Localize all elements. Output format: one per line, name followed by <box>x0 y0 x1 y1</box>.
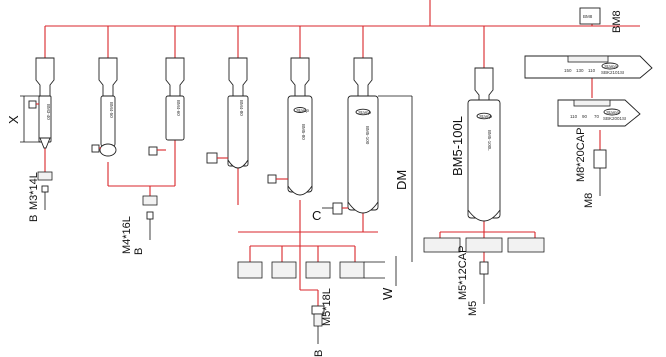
label-dm: DM <box>394 170 409 190</box>
brand-logo-top: Stamp <box>604 64 618 69</box>
bar-text-4: BM4-80 <box>239 100 244 116</box>
label-b3: B <box>313 350 325 357</box>
screw-m5-18: B M5*18L <box>311 288 333 357</box>
label-m3: M3*14L <box>28 172 40 210</box>
boring-bar-bm5-80: Stamp BM5-80 <box>267 57 313 196</box>
bar-text-3: BM4-60 <box>176 100 181 116</box>
boring-bar-bm4-80: BM4-80 <box>206 57 249 169</box>
brand-logo-bottom: Stamp <box>606 110 620 115</box>
screw-m3: B M3*14L <box>28 171 53 222</box>
label-m8: M8 <box>583 193 595 208</box>
bar-text-5: BM5-80 <box>301 124 306 140</box>
label-bm5-100l: BM5-100L <box>450 116 465 176</box>
scale-top-2: 130 <box>576 68 584 73</box>
scale-top-3: 110 <box>588 68 596 73</box>
bar-text-2: BM4-50 <box>109 102 114 118</box>
model-top: SBK2101SI <box>601 70 624 75</box>
scale-bottom-3: 70 <box>594 114 600 119</box>
boring-bar-bm5-100: Stamp BM5-100 <box>347 57 379 214</box>
bar-text-6: BM5-100 <box>365 126 370 145</box>
dimension-w: W <box>380 256 397 300</box>
boring-bar-bm3: BM3-40 <box>28 57 55 149</box>
part-c: C <box>312 202 348 223</box>
brand-logo-bar5: Stamp <box>296 108 310 113</box>
screw-m4: B M4*16L <box>121 195 158 255</box>
boring-bar-bm5-100l: Stamp BM5-100L <box>467 67 501 222</box>
label-b2: B <box>133 248 145 255</box>
bar-text-7: BM5-100L <box>487 130 492 151</box>
bar-text-1: BM3-40 <box>46 104 51 120</box>
svg-text:BM8: BM8 <box>583 14 593 19</box>
model-bottom: SBK2001SI <box>603 116 626 121</box>
scale-bottom-1: 110 <box>570 114 578 119</box>
boring-bar-bm4-60: BM4-60 <box>148 57 185 156</box>
connector-lines <box>44 0 640 306</box>
label-w: W <box>380 287 395 300</box>
label-m5-cap: M5*12CAP <box>457 246 469 300</box>
boring-bar-bm4-50: BM4-50 <box>91 57 118 157</box>
label-bm8: BM8 <box>611 10 623 33</box>
label-x: X <box>6 115 21 124</box>
brand-logo-bar7: Stamp <box>479 114 493 119</box>
label-b1: B <box>28 215 40 222</box>
label-m8-cap: M8*20CAP <box>575 128 587 182</box>
label-m4: M4*16L <box>121 216 133 254</box>
label-m5-18: M5*18L <box>321 288 333 326</box>
bm8-assembly: BM8 BM8 150 130 110 Stamp SBK2101SI 110 … <box>524 7 653 208</box>
label-c: C <box>312 208 321 223</box>
scale-bottom-2: 90 <box>582 114 588 119</box>
insert-row <box>237 261 385 279</box>
dimension-x: X <box>6 95 40 143</box>
dimension-dm: DM <box>378 95 413 262</box>
label-m5: M5 <box>467 301 479 316</box>
insert-row-right: M5 M5*12CAP <box>423 237 545 316</box>
brand-logo-bar6: Stamp <box>358 110 372 115</box>
scale-top-1: 150 <box>564 68 572 73</box>
